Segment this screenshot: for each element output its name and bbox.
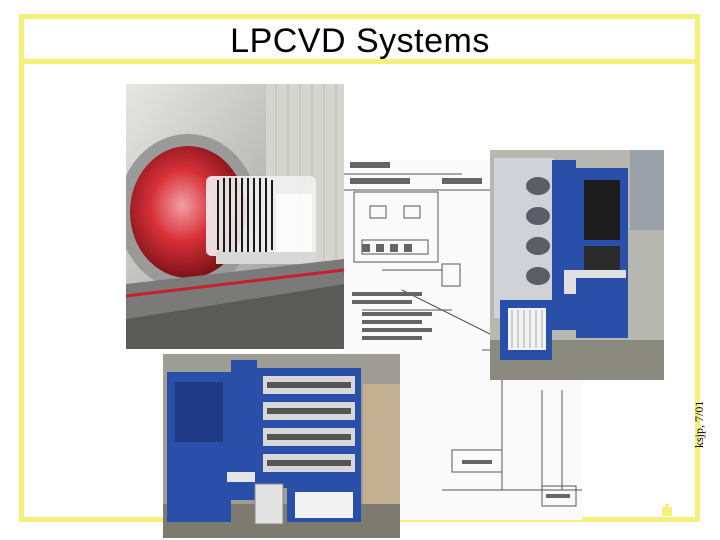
frame-left-border <box>19 64 24 522</box>
wafer-boat-tube-photo <box>126 84 344 349</box>
slide-corner-icon <box>662 504 672 516</box>
furnace-cabinet-photo-right <box>490 150 664 380</box>
title-frame <box>19 14 700 64</box>
author-date-note: ksjp, 7/01 <box>692 400 706 448</box>
frame-right-border <box>695 64 700 522</box>
furnace-cabinet-photo-bottom <box>163 354 400 538</box>
slide-title: LPCVD Systems <box>230 22 490 60</box>
